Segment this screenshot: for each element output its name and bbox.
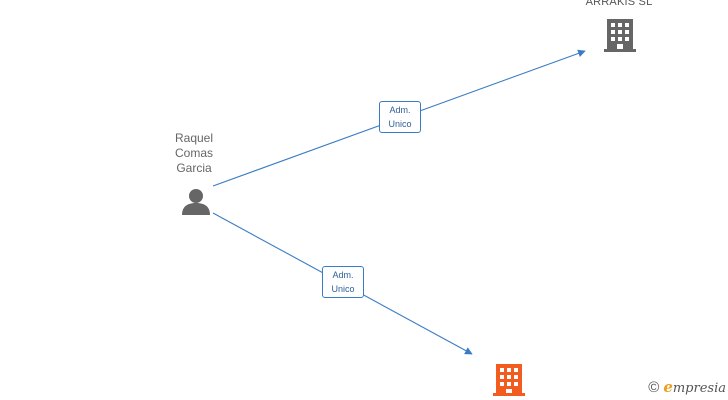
edge-label-line: Unico	[388, 119, 412, 129]
building-icon-highlighted[interactable]	[493, 364, 525, 396]
person-name[interactable]: Raquel Comas Garcia	[150, 131, 238, 176]
edge-label-role: Adm. Unico	[379, 101, 421, 133]
person-icon[interactable]	[182, 189, 210, 215]
edge-label-line: Adm.	[389, 105, 411, 115]
watermark: © empresia	[648, 378, 726, 396]
person-name-line: Garcia	[176, 161, 212, 175]
brand-logo: empresia	[663, 378, 726, 396]
person-name-line: Comas	[174, 146, 213, 160]
person-name-line: Raquel	[174, 131, 214, 145]
building-icon[interactable]	[604, 19, 636, 52]
copyright-icon: ©	[648, 378, 660, 396]
company-name-arrakis[interactable]: ARRAKIS SL	[585, 0, 653, 8]
edge-label-line: Adm.	[332, 270, 354, 280]
edge-label-role: Adm. Unico	[322, 266, 364, 298]
edge-label-line: Unico	[331, 284, 355, 294]
